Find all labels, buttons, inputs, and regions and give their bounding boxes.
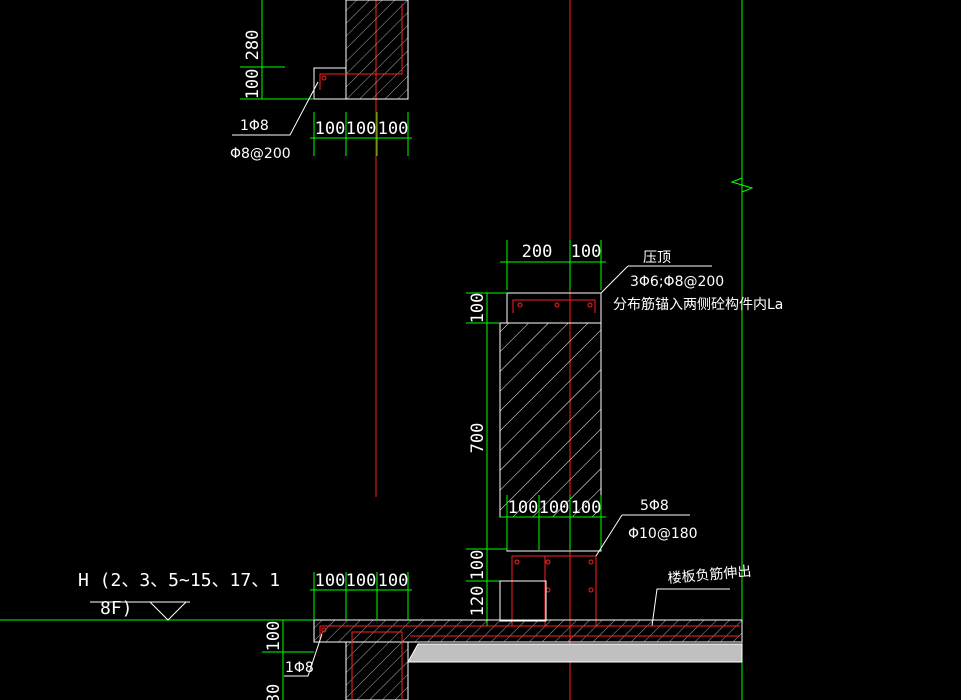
- base-step-outline: [499, 580, 547, 622]
- top-rebar-dot: [321, 75, 327, 81]
- parapet-detail: 200 100 100 700 100 120 100 100 100: [466, 240, 783, 627]
- parapet-dim-mid-3: 100: [571, 498, 602, 518]
- top-rebar-note-1: 1Φ8: [240, 118, 269, 134]
- top-wall-concrete: [345, 0, 409, 100]
- parapet-dim-base-100: 100: [468, 550, 488, 581]
- cap-leader-diag: [600, 265, 629, 294]
- coping-rebar-dot-2: [554, 302, 560, 308]
- bottom-dim-h-1: 100: [315, 571, 346, 591]
- floor-slab: [313, 619, 743, 643]
- bottom-dim-h-2: 100: [346, 571, 377, 591]
- top-dim-h-2: 100: [346, 119, 377, 139]
- top-dim-280: 280: [243, 30, 263, 61]
- break-symbol: [730, 170, 754, 200]
- slab-rebar-dot: [321, 627, 327, 633]
- bottom-detail: H (2、3、5~15、17、1 8F) 100 100 100 100 80 …: [0, 570, 743, 700]
- bottom-wall-rebar: [351, 631, 403, 700]
- base-rebar-dot-4: [545, 587, 551, 593]
- base-rebar-dot-3: [588, 559, 594, 565]
- bottom-dim-h-3: 100: [378, 571, 409, 591]
- base-rebar-dot-1: [514, 559, 520, 565]
- bottom-rebar-note: 1Φ8: [285, 660, 314, 676]
- parapet-dim-base-120: 120: [468, 586, 488, 617]
- top-detail: 280 100 100 100 100 1Φ8 Φ8@200: [230, 0, 412, 162]
- cap-rebar: 3Φ6;Φ8@200: [630, 274, 724, 290]
- coping-rebar: [512, 299, 596, 313]
- base-rebar-stirrup: [511, 555, 597, 627]
- top-dim-h-3: 100: [378, 119, 409, 139]
- coping-rebar-dot-3: [587, 302, 593, 308]
- parapet-dim-700: 700: [468, 423, 488, 454]
- slab-rebar: [319, 625, 740, 640]
- top-rebar: [319, 4, 403, 90]
- cap-note: 分布筋锚入两侧砼构件内La: [613, 296, 783, 313]
- parapet-dim-100-top: 100: [571, 242, 602, 262]
- parapet-dim-cap-100: 100: [468, 293, 488, 324]
- parapet-dim-mid-1: 100: [508, 498, 539, 518]
- bottom-leader: [284, 633, 323, 677]
- cap-title: 压顶: [643, 250, 671, 266]
- parapet-base-block: [506, 516, 602, 552]
- coping-rebar-dot-1: [517, 302, 523, 308]
- parapet-dim-mid-2: 100: [539, 498, 570, 518]
- parapet-coping: [506, 292, 602, 324]
- top-rebar-note-2: Φ8@200: [230, 146, 291, 162]
- slab-leader: [651, 588, 730, 627]
- base-rebar-note-1: 5Φ8: [640, 498, 669, 514]
- top-leader: [232, 81, 319, 136]
- bottom-dim-cut: 80: [264, 684, 284, 700]
- base-rebar-dot-5: [588, 587, 594, 593]
- level-triangle: [149, 601, 187, 621]
- top-dim-100-vertical: 100: [243, 69, 263, 100]
- slab-note: 楼板负筋伸出: [667, 563, 752, 587]
- grey-slab-element: [407, 643, 743, 663]
- bottom-wall-concrete: [345, 641, 409, 700]
- base-leader-diag: [595, 514, 623, 557]
- parapet-wall-hatched: [499, 322, 602, 518]
- level-label-1: H (2、3、5~15、17、1: [78, 570, 280, 591]
- level-label-2: 8F): [100, 598, 133, 619]
- base-rebar-dot-2: [545, 559, 551, 565]
- top-slab-step: [313, 67, 347, 100]
- base-rebar-note-2: Φ10@180: [628, 526, 698, 542]
- bottom-dim-100: 100: [264, 621, 284, 652]
- parapet-dim-200: 200: [522, 242, 553, 262]
- top-dim-h-1: 100: [315, 119, 346, 139]
